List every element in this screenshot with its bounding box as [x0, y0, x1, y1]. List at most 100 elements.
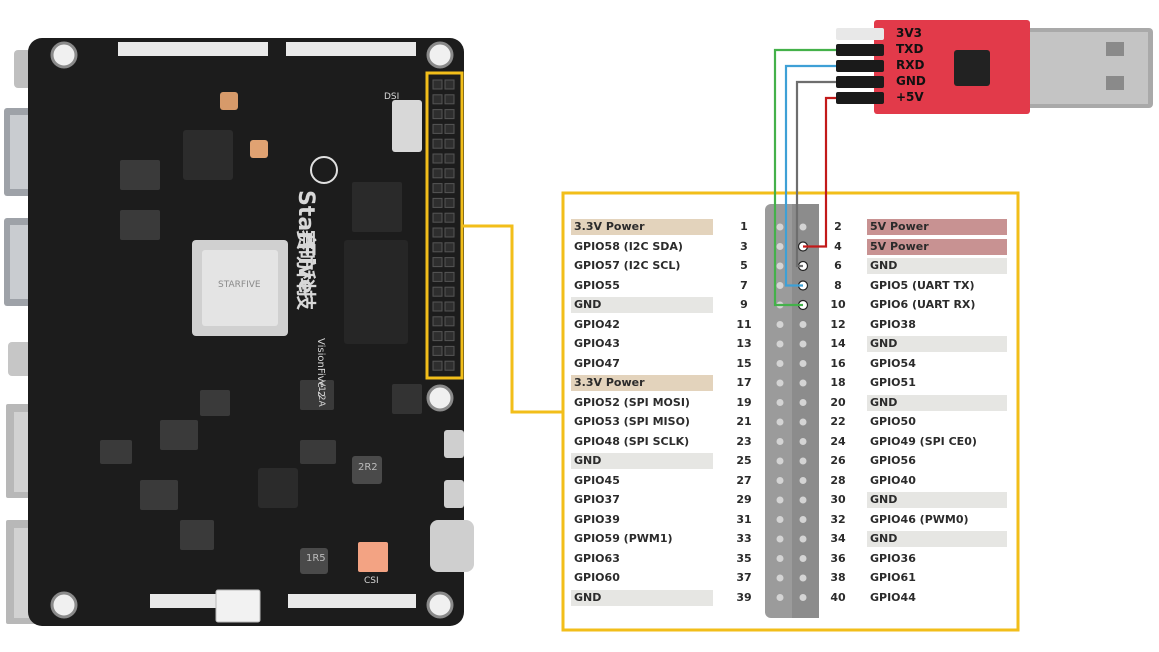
ram-chip: [344, 240, 408, 344]
mounting-hole: [50, 591, 78, 619]
wire-rxd-to-pin-8: [784, 64, 836, 287]
board-header-pin: [432, 257, 443, 268]
soc-brand: STARFIVE: [218, 280, 261, 290]
wire-plus5v-to-pin-4: [803, 96, 836, 248]
board-header-pin: [444, 345, 455, 356]
board-header-pin: [432, 138, 443, 149]
pin-number-35: 35: [736, 551, 752, 565]
button-switch: [392, 100, 422, 152]
pin-label-34: GND: [867, 531, 1007, 547]
board-header-pin: [432, 153, 443, 164]
board-header-pin: [444, 123, 455, 134]
pin-label-17: 3.3V Power: [571, 375, 713, 391]
board-header-pin: [432, 79, 443, 90]
pin-label-16: GPIO54: [870, 356, 916, 370]
usb-adapter-headers: [836, 28, 884, 104]
board-header-pin: [432, 301, 443, 312]
board-header-pin: [432, 168, 443, 179]
board-header-pin: [444, 227, 455, 238]
board-header-pin: [444, 301, 455, 312]
pin-label-1: 3.3V Power: [571, 219, 713, 235]
usb-pin-label-txd: TXD: [896, 42, 924, 56]
pin-number-24: 24: [830, 434, 846, 448]
pin-number-21: 21: [736, 415, 752, 428]
header-pin-14: [799, 340, 807, 348]
header-pin-12: [799, 321, 807, 328]
usb-c-port: [430, 520, 474, 572]
pin-label-30: GND: [867, 492, 1007, 508]
board-header-pin: [444, 168, 455, 179]
pin-number-4: 4: [834, 239, 842, 253]
inductor-2: [300, 548, 328, 574]
header-pin-37: [776, 574, 784, 582]
board-header-pin: [432, 227, 443, 238]
pin-number-36: 36: [830, 551, 846, 565]
pin-label-33: GPIO59 (PWM1): [574, 532, 673, 545]
csi-label: CSI: [364, 576, 379, 586]
board-header-pin: [432, 316, 443, 327]
pin-label-7: GPIO55: [574, 278, 620, 292]
board-header-pin: [444, 79, 455, 90]
board-brand-cn: 赛昉科技: [294, 230, 318, 310]
jumper: [392, 384, 422, 414]
pin-number-40: 40: [830, 590, 846, 604]
header-pin-11: [776, 321, 784, 328]
pin-number-33: 33: [736, 532, 752, 545]
board-header-pin: [432, 360, 443, 371]
header-pin-24: [799, 438, 807, 445]
pin-label-31: GPIO39: [574, 512, 620, 526]
pin-label-12: GPIO38: [870, 317, 916, 331]
usb-adapter-board: [874, 20, 1030, 114]
fpc-connector-bottom: [288, 594, 416, 608]
pin-label-5: GPIO57 (I2C SCL): [574, 259, 681, 272]
board-header-pin: [444, 257, 455, 268]
pin-number-9: 9: [740, 298, 748, 311]
header-pin-32: [799, 516, 807, 523]
pin-label-24: GPIO49 (SPI CE0): [870, 434, 977, 448]
pin-label-25: GND: [571, 453, 713, 469]
pin-label-35: GPIO63: [574, 551, 620, 565]
pin-number-34: 34: [830, 532, 846, 545]
board-header-pin: [444, 183, 455, 194]
board-header-pin: [444, 331, 455, 342]
pin-number-3: 3: [740, 239, 748, 253]
board-header-pin: [432, 123, 443, 134]
copper-pad-2: [250, 140, 268, 158]
header-pin-2: [799, 223, 807, 231]
pin-number-27: 27: [736, 473, 752, 487]
side-button: [444, 430, 464, 458]
header-pin-1: [776, 223, 784, 231]
pin-label-4: 5V Power: [867, 238, 1007, 255]
pin-label-19: GPIO52 (SPI MOSI): [574, 395, 690, 409]
pin-label-13: GPIO43: [574, 337, 620, 350]
header-pin-27: [776, 477, 784, 484]
pin-number-11: 11: [736, 317, 752, 331]
board-header-pin: [432, 286, 443, 297]
header-pin-23: [776, 438, 784, 445]
header-pin-25: [776, 457, 784, 465]
pin-label-10: GPIO6 (UART RX): [870, 298, 976, 311]
board-header-pins: [432, 79, 455, 371]
header-pin-40: [799, 594, 807, 601]
board-version: V1.2A: [316, 380, 326, 407]
header-pin-18: [799, 379, 807, 387]
pin-number-12: 12: [830, 317, 846, 331]
pin-number-7: 7: [740, 278, 748, 292]
pin-label-39: GND: [571, 589, 713, 606]
board-header-pin: [432, 109, 443, 120]
board-header-pin: [444, 212, 455, 223]
header-pin-7: [776, 282, 784, 289]
inductor-label-2: 1R5: [306, 553, 326, 564]
pin-label-32: GPIO46 (PWM0): [870, 512, 969, 526]
mounting-hole: [426, 591, 454, 619]
usb-pin-label-plus5v: +5V: [896, 90, 924, 104]
board-header-pin: [432, 331, 443, 342]
pin-label-36: GPIO36: [870, 551, 916, 565]
pin-number-6: 6: [834, 259, 842, 272]
board-header-pin: [432, 212, 443, 223]
header-pin-30: [799, 496, 807, 504]
pin-label-11: GPIO42: [574, 317, 620, 331]
pin-number-19: 19: [736, 395, 752, 409]
pin-label-21: GPIO53 (SPI MISO): [574, 415, 690, 428]
board-header-pin: [444, 360, 455, 371]
